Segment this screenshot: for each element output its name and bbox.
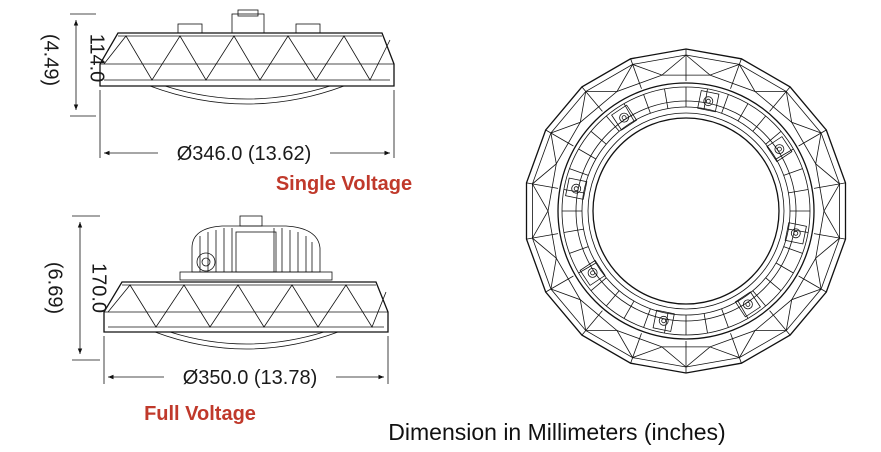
full-height-dim-inches: (6.69)	[44, 262, 66, 314]
full-voltage-side-view	[72, 215, 389, 384]
full-voltage-label: Full Voltage	[144, 403, 256, 425]
caption: Dimension in Millimeters (inches)	[388, 419, 725, 445]
single-voltage-label: Single Voltage	[276, 173, 412, 195]
single-voltage-side-view	[70, 9, 395, 158]
full-height-dim: 170.0	[88, 263, 110, 313]
ring-top-view	[525, 48, 847, 374]
single-height-dim-inches: (4.49)	[40, 34, 62, 86]
single-height-dim: 114.0	[86, 34, 108, 83]
single-width-dim: Ø346.0 (13.62)	[177, 143, 312, 165]
full-width-dim: Ø350.0 (13.78)	[183, 367, 318, 389]
